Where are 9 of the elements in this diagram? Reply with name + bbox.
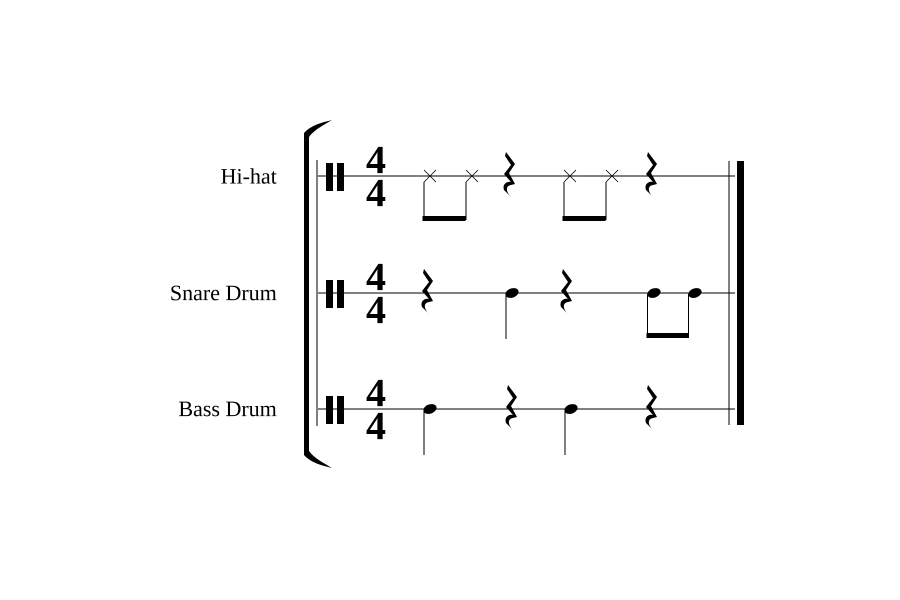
instrument-label: Hi-hat	[221, 168, 277, 184]
time-signature: 4	[366, 412, 386, 440]
time-signature: 4	[366, 146, 386, 174]
time-signature: 4	[366, 180, 386, 206]
instrument-label: Bass Drum	[179, 402, 276, 416]
time-signature: 4	[366, 380, 386, 406]
instrument-label: Snare Drum	[171, 286, 276, 300]
time-signature: 4	[366, 264, 386, 290]
time-signature: 4	[366, 296, 386, 324]
